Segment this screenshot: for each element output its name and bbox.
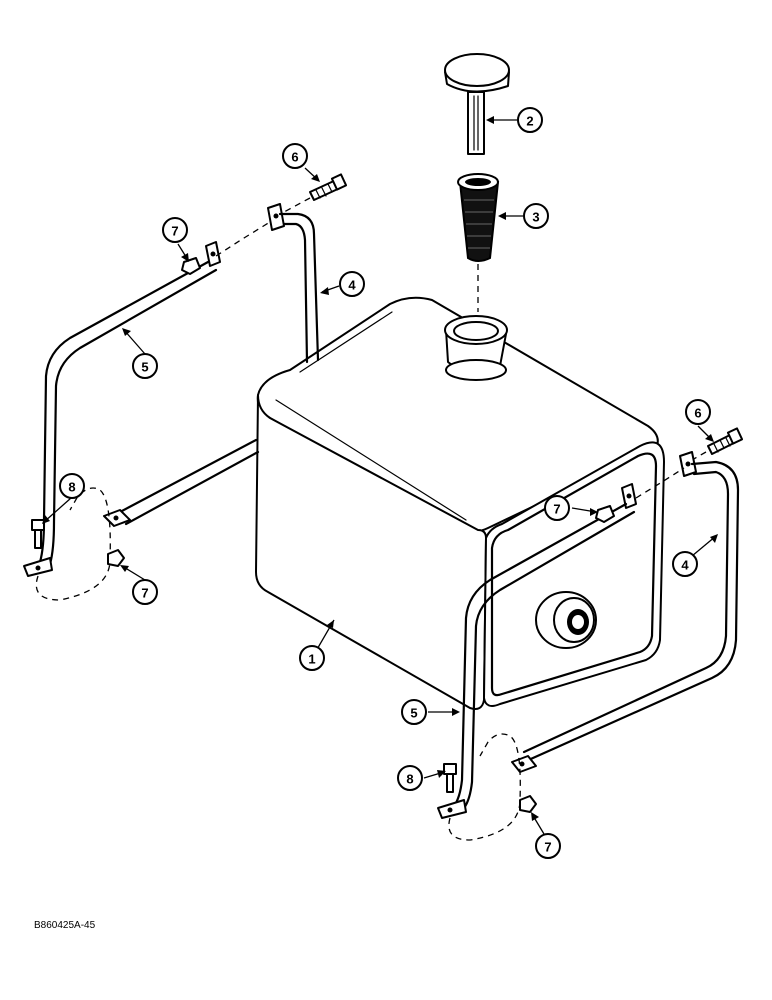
- callout-bolt-right: 6: [685, 399, 711, 425]
- callout-filler-strainer: 3: [523, 203, 549, 229]
- callout-bolt-right-lower: 8: [397, 765, 423, 791]
- callout-front-strap-left: 5: [132, 353, 158, 379]
- callout-circle: [132, 579, 158, 605]
- callout-nut-left-top: 7: [162, 217, 188, 243]
- callout-tank: 1: [299, 645, 325, 671]
- callout-nut-right-top: 7: [544, 495, 570, 521]
- callout-circle: [685, 399, 711, 425]
- callout-number: 1: [308, 652, 315, 667]
- callout-number: 8: [68, 480, 75, 495]
- callout-leaders: [42, 116, 718, 835]
- callout-rear-strap-upper: 4: [339, 271, 365, 297]
- callout-circle: [59, 473, 85, 499]
- callout-number: 5: [410, 706, 417, 721]
- drawing-reference-number: B860425A-45: [34, 920, 96, 931]
- callout-cap-dipstick: 2: [517, 107, 543, 133]
- callout-labels: 1 2 3 4 5 6 7 8 7 6 7 4 5 8 7: [59, 107, 711, 859]
- callout-number: 4: [348, 278, 356, 293]
- callout-circle: [339, 271, 365, 297]
- callout-circle: [523, 203, 549, 229]
- callout-circle: [162, 217, 188, 243]
- left-strap-hardware: [23, 173, 348, 601]
- callout-circle: [132, 353, 158, 379]
- callout-number: 6: [291, 150, 298, 165]
- callout-number: 7: [553, 502, 560, 517]
- callout-circle: [401, 699, 427, 725]
- callout-number: 5: [141, 360, 148, 375]
- callout-number: 7: [544, 840, 551, 855]
- callout-circle: [535, 833, 561, 859]
- callout-number: 4: [681, 558, 689, 573]
- callout-number: 7: [171, 224, 178, 239]
- callout-nut-left-lower: 7: [132, 579, 158, 605]
- callout-bolt-left-lower: 8: [59, 473, 85, 499]
- callout-number: 8: [406, 772, 413, 787]
- callout-nut-right-lower: 7: [535, 833, 561, 859]
- callout-circle: [282, 143, 308, 169]
- callout-circle: [517, 107, 543, 133]
- callout-bolt-left: 6: [282, 143, 308, 169]
- callout-number: 7: [141, 586, 148, 601]
- callout-number: 6: [694, 406, 701, 421]
- callout-circle: [672, 551, 698, 577]
- filler-strainer: [457, 173, 500, 312]
- callout-circle: [397, 765, 423, 791]
- callout-number: 2: [526, 114, 533, 129]
- right-strap-hardware: [437, 427, 744, 841]
- filler-cap-with-dipstick: [444, 53, 510, 155]
- callout-front-strap-right: 5: [401, 699, 427, 725]
- callout-rear-strap-right: 4: [672, 551, 698, 577]
- callout-circle: [544, 495, 570, 521]
- callout-circle: [299, 645, 325, 671]
- callout-number: 3: [532, 210, 539, 225]
